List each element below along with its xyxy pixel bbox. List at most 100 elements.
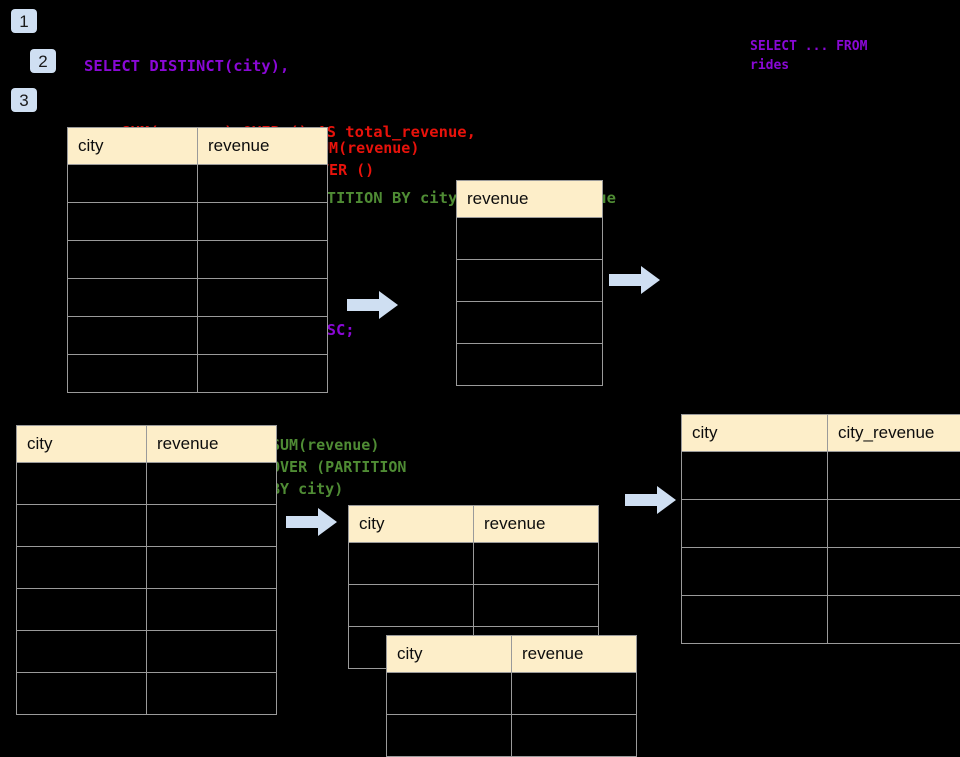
sql-aside-label: SELECT ... FROM rides bbox=[750, 37, 867, 75]
table-cell bbox=[387, 673, 512, 715]
table-cell bbox=[457, 344, 603, 386]
table-cell bbox=[828, 596, 960, 644]
table-row bbox=[457, 302, 603, 344]
table-cell bbox=[457, 302, 603, 344]
table-rides-bottom: city revenue bbox=[16, 425, 277, 715]
table-total-revenue: revenue bbox=[456, 180, 603, 386]
table-rides-top: city revenue bbox=[67, 127, 328, 393]
table-cell bbox=[147, 463, 277, 505]
sql-line-select: SELECT DISTINCT(city), bbox=[84, 55, 616, 77]
column-header-revenue: revenue bbox=[457, 181, 603, 218]
table-cell bbox=[349, 585, 474, 627]
table-row bbox=[17, 589, 277, 631]
table-row bbox=[349, 585, 599, 627]
flow-arrow-right-icon bbox=[286, 507, 338, 537]
table-row bbox=[387, 715, 637, 757]
table-row bbox=[17, 463, 277, 505]
table-cell bbox=[68, 317, 198, 355]
table-row bbox=[682, 500, 960, 548]
step-badge-3: 3 bbox=[11, 88, 37, 112]
table-cell bbox=[198, 241, 328, 279]
table-row bbox=[68, 355, 328, 393]
table-header-row: city revenue bbox=[349, 506, 599, 543]
step-badge-1-label: 1 bbox=[19, 13, 28, 30]
table-cell bbox=[68, 355, 198, 393]
table-row bbox=[457, 344, 603, 386]
step-badge-2-label: 2 bbox=[38, 53, 47, 70]
table-cell bbox=[198, 279, 328, 317]
table-row bbox=[457, 218, 603, 260]
column-header-city: city bbox=[17, 426, 147, 463]
table-cell bbox=[147, 505, 277, 547]
step-badge-2: 2 bbox=[30, 49, 56, 73]
table-row bbox=[17, 547, 277, 589]
table-cell bbox=[198, 165, 328, 203]
table-cell bbox=[682, 452, 828, 500]
table-row bbox=[17, 631, 277, 673]
table-partition-b: city revenue bbox=[386, 635, 637, 757]
table-cell bbox=[457, 218, 603, 260]
table-cell bbox=[198, 317, 328, 355]
table-cell bbox=[828, 548, 960, 596]
table-row bbox=[68, 279, 328, 317]
column-header-city: city bbox=[349, 506, 474, 543]
table-header-row: city revenue bbox=[387, 636, 637, 673]
table-row bbox=[68, 203, 328, 241]
table-cell bbox=[17, 547, 147, 589]
table-cell bbox=[457, 260, 603, 302]
flow-arrow-right-icon bbox=[625, 485, 677, 515]
column-header-revenue: revenue bbox=[512, 636, 637, 673]
column-header-revenue: revenue bbox=[198, 128, 328, 165]
table-cell bbox=[68, 279, 198, 317]
column-header-city: city bbox=[387, 636, 512, 673]
table-cell bbox=[147, 547, 277, 589]
table-cell bbox=[828, 452, 960, 500]
column-header-city: city bbox=[682, 415, 828, 452]
table-header-row: city revenue bbox=[68, 128, 328, 165]
table-row bbox=[682, 548, 960, 596]
table-cell bbox=[147, 589, 277, 631]
step-badge-1: 1 bbox=[11, 9, 37, 33]
step-badge-3-label: 3 bbox=[19, 92, 28, 109]
table-cell bbox=[68, 165, 198, 203]
table-row bbox=[349, 543, 599, 585]
column-header-city: city bbox=[68, 128, 198, 165]
table-row bbox=[17, 505, 277, 547]
column-header-revenue: revenue bbox=[474, 506, 599, 543]
table-cell bbox=[682, 548, 828, 596]
table-row bbox=[17, 673, 277, 715]
column-header-revenue: revenue bbox=[147, 426, 277, 463]
table-cell bbox=[68, 241, 198, 279]
flow-arrow-right-icon bbox=[609, 265, 661, 295]
table-cell bbox=[147, 673, 277, 715]
table-cell bbox=[198, 203, 328, 241]
table-header-row: city city_revenue bbox=[682, 415, 960, 452]
flow-arrow-right-icon bbox=[347, 290, 399, 320]
table-cell bbox=[387, 715, 512, 757]
table-cell bbox=[17, 631, 147, 673]
table-cell bbox=[17, 589, 147, 631]
table-cell bbox=[512, 715, 637, 757]
table-cell bbox=[474, 585, 599, 627]
table-cell bbox=[68, 203, 198, 241]
table-header-row: city revenue bbox=[17, 426, 277, 463]
annotation-partition-by-city: SUM(revenue) OVER (PARTITION BY city) bbox=[271, 434, 406, 500]
table-row bbox=[682, 452, 960, 500]
table-cell bbox=[828, 500, 960, 548]
table-row bbox=[457, 260, 603, 302]
table-cell bbox=[512, 673, 637, 715]
table-cell bbox=[17, 463, 147, 505]
table-header-row: revenue bbox=[457, 181, 603, 218]
table-row bbox=[68, 165, 328, 203]
table-cell bbox=[198, 355, 328, 393]
table-cell bbox=[474, 543, 599, 585]
table-row bbox=[68, 317, 328, 355]
table-row bbox=[68, 241, 328, 279]
table-result: city city_revenue bbox=[681, 414, 960, 644]
column-header-city-revenue: city_revenue bbox=[828, 415, 960, 452]
table-cell bbox=[682, 596, 828, 644]
table-row bbox=[682, 596, 960, 644]
table-row bbox=[387, 673, 637, 715]
table-cell bbox=[682, 500, 828, 548]
table-cell bbox=[17, 673, 147, 715]
